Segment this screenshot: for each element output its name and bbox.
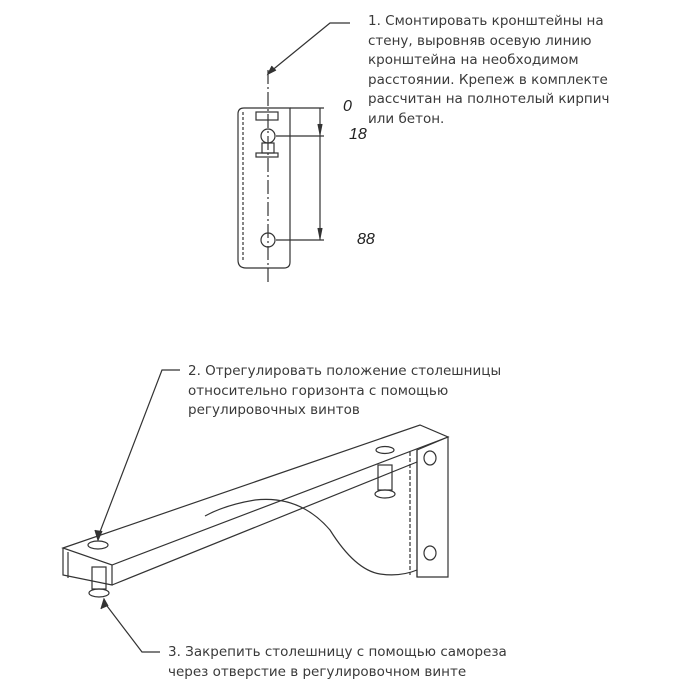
step-3-instruction: 3. Закрепить столешницу с помощью саморе… [168,643,507,682]
step-1-line: 1. Смонтировать кронштейны на [368,13,604,29]
step-1-instruction: 1. Смонтировать кронштейны на стену, выр… [368,12,609,129]
mounting-hole-bottom [260,232,276,248]
step-2-line: относительно горизонта с помощью [188,382,449,399]
step-1-line: рассчитан на полнотелый кирпич [368,91,610,107]
step-3-line: через отверстие в регулировочном винте [168,663,467,680]
step-2-line: 2. Отрегулировать положение столешницы [188,363,502,379]
step-1-line: кронштейна на необходимом [368,52,579,68]
bracket-3d-view [61,369,450,653]
dimension-18: 18 [349,126,367,143]
dimension-0: 0 [343,98,352,115]
bracket-front-view [237,22,350,282]
step-1-line: или бетон. [368,110,445,127]
step-1-line: стену, выровняв осевую линию [368,32,592,49]
step-2-line: регулировочных винтов [188,402,360,418]
dimension-88: 88 [357,231,375,248]
step-3-line: 3. Закрепить столешницу с помощью саморе… [168,644,507,660]
step-1-line: расстоянии. Крепеж в комплекте [368,71,608,88]
step-2-instruction: 2. Отрегулировать положение столешницы о… [188,362,501,421]
